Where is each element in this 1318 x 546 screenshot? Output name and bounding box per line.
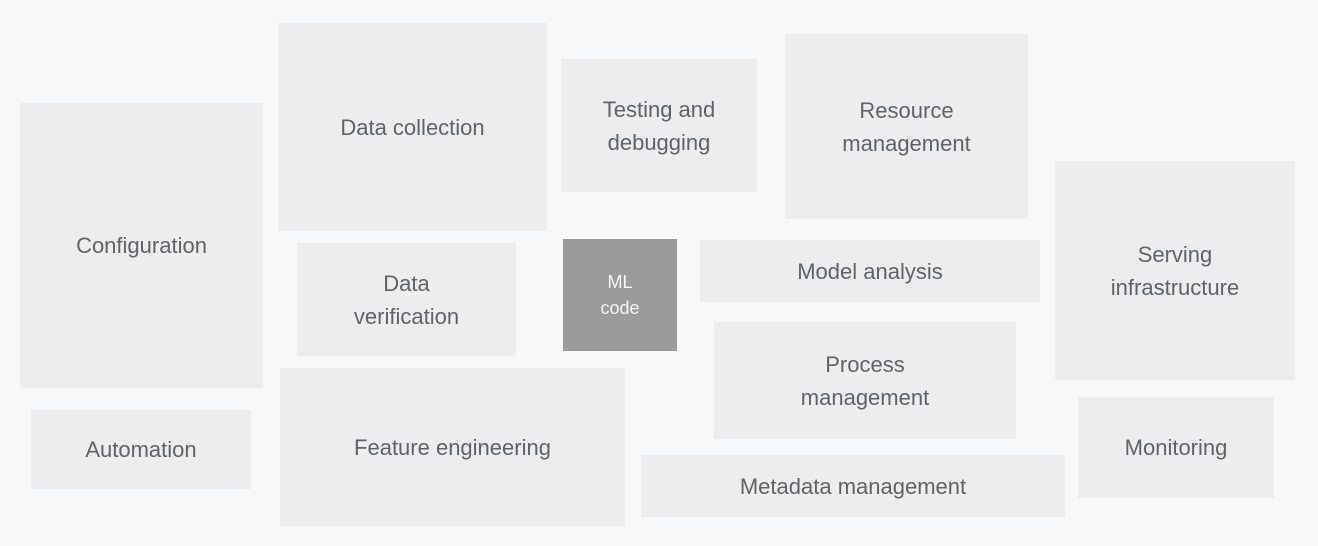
box-model-analysis-label: Model analysis (797, 258, 943, 284)
box-metadata-management-label: Metadata management (739, 473, 967, 499)
box-configuration-label: Configuration (76, 233, 207, 258)
box-serving-infrastructure-label: Serving infrastructure (1110, 241, 1240, 300)
box-data-verification-label: Data verification (353, 270, 460, 329)
box-monitoring-label: Monitoring (1124, 435, 1228, 460)
box-monitoring: Monitoring (1078, 397, 1274, 498)
box-testing-and-debugging: Testing and debugging (561, 59, 757, 192)
box-metadata-management: Metadata management (641, 455, 1065, 517)
box-data-collection-label: Data collection (340, 114, 485, 140)
box-feature-engineering-label: Feature engineering (354, 434, 551, 460)
box-automation: Automation (31, 410, 251, 489)
box-resource-management-label: Resource management (842, 97, 971, 156)
box-configuration: Configuration (20, 103, 263, 388)
box-feature-engineering: Feature engineering (280, 368, 625, 526)
box-model-analysis: Model analysis (700, 240, 1040, 302)
box-process-management: Process management (714, 322, 1016, 439)
box-process-management-label: Process management (800, 351, 930, 410)
box-data-verification: Data verification (297, 243, 516, 356)
box-data-collection: Data collection (278, 23, 547, 231)
box-testing-and-debugging-label: Testing and debugging (602, 96, 716, 155)
box-resource-management: Resource management (785, 34, 1028, 219)
box-automation-label: Automation (85, 437, 197, 462)
box-ml-code-label: ML code (600, 271, 640, 318)
box-ml-code: ML code (563, 239, 677, 351)
box-serving-infrastructure: Serving infrastructure (1055, 161, 1295, 380)
